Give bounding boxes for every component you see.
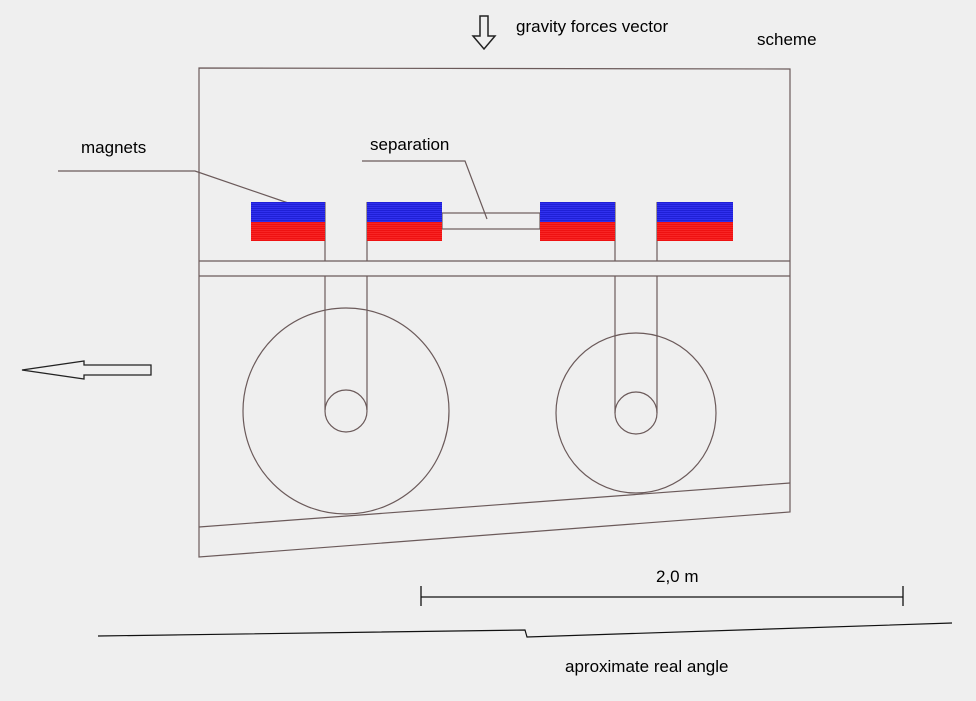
- dimension-line: [420, 586, 904, 606]
- magnet-4: [657, 202, 733, 241]
- wheel-right: [555, 332, 717, 494]
- separation-label: separation: [370, 135, 450, 154]
- angle-label: aproximate real angle: [565, 657, 729, 676]
- scheme-label: scheme: [757, 30, 817, 49]
- hub-right: [614, 391, 658, 435]
- hub-left: [324, 389, 368, 433]
- motion-arrow-icon: [21, 360, 152, 380]
- magnets-leader: [58, 170, 298, 207]
- real-angle-line: [97, 622, 953, 638]
- arm-left: [324, 276, 368, 410]
- magnet-1: [251, 202, 325, 241]
- separation-bar: [441, 212, 541, 230]
- dimension-label: 2,0 m: [656, 567, 699, 586]
- frame-inner-slope: [198, 482, 791, 528]
- magnet-3: [540, 202, 615, 241]
- arm-right: [614, 276, 658, 413]
- gravity-label: gravity forces vector: [516, 17, 669, 36]
- magnet-2: [367, 202, 442, 241]
- frame-outline: [198, 67, 791, 558]
- separation-leader: [362, 160, 488, 220]
- magnets-label: magnets: [81, 138, 147, 157]
- gravity-arrow-icon: [471, 15, 497, 51]
- wheel-left: [242, 307, 450, 515]
